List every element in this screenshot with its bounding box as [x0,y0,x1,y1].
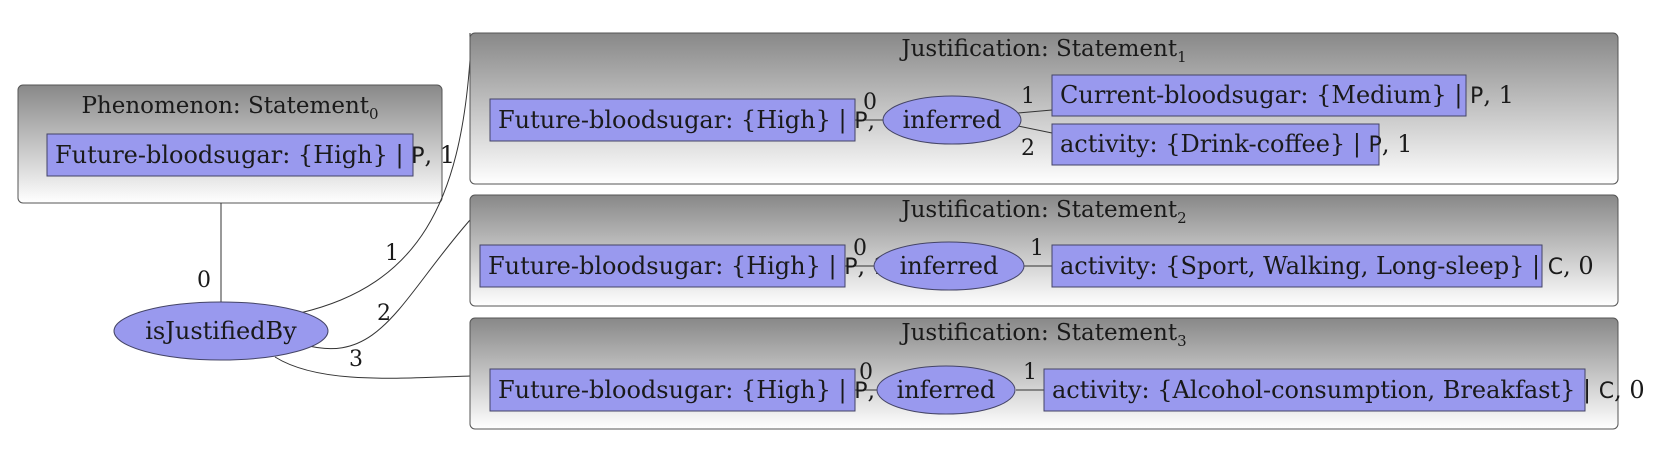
justification-1-edge-label-1: 1 [1021,84,1035,109]
phenomenon-title: Phenomenon: Statement0 [81,93,378,123]
justification-2-left-label: Future-bloodsugar: {High} | P, 1 [488,252,888,281]
justification-1-inferred-label: inferred [903,106,1002,134]
central-edges: 0 1 2 3 [197,33,471,379]
justification-2-inferred-label: inferred [900,252,999,280]
justification-1-right-node-2[interactable] [1051,123,1380,166]
justification-1-right-label-2: activity: {Drink-coffee} | P, 1 [1060,130,1412,159]
edge-label-2: 2 [377,301,391,326]
justification-3-left-label: Future-bloodsugar: {High} | P, 1 [498,376,898,405]
is-justified-by-ellipse[interactable] [113,301,329,361]
justification-1-edge-label-0: 0 [863,90,877,115]
justification-1-inferred[interactable] [882,95,1022,145]
justification-1-edge-label-2: 2 [1021,136,1035,161]
justification-2-inferred[interactable] [873,241,1025,291]
justification-3-group: Justification: Statement3 0 1 Future-blo… [469,317,1645,430]
justification-1-title: Justification: Statement1 [899,36,1186,66]
justification-1-group: Justification: Statement1 0 1 2 Future-b… [469,32,1619,185]
justification-1-left-node[interactable] [489,98,856,142]
justification-3-inferred-label: inferred [897,376,996,404]
justification-3-right-node-1[interactable] [1043,368,1586,412]
justification-1-left-label: Future-bloodsugar: {High} | P, 1 [498,106,898,135]
edge-to-justification-3 [274,356,471,379]
justification-1-right-label-1: Current-bloodsugar: {Medium} | P, 1 [1060,81,1514,110]
justification-2-group: Justification: Statement2 0 1 Future-blo… [469,194,1619,307]
phenomenon-node-label: Future-bloodsugar: {High} | P, 1 [55,141,455,170]
edge-label-1: 1 [385,241,399,266]
justification-3-inferred[interactable] [876,365,1016,415]
justification-2-right-node-1[interactable] [1051,244,1543,288]
justification-2-edge-label-1: 1 [1030,236,1044,261]
justification-3-edge-label-1: 1 [1023,360,1037,385]
phenomenon-node[interactable] [46,133,414,177]
justification-3-edge-label-0: 0 [859,360,873,385]
justification-3-left-node[interactable] [489,368,856,412]
justification-2-edge-label-0: 0 [853,236,867,261]
justification-2-right-label-1: activity: {Sport, Walking, Long-sleep} |… [1060,252,1594,281]
edge-label-3: 3 [349,347,363,372]
justification-2-left-node[interactable] [479,244,846,288]
justification-1-right-node-1[interactable] [1051,74,1467,117]
phenomenon-group: Phenomenon: Statement0 Future-bloodsugar… [17,84,455,204]
justification-3-title: Justification: Statement3 [899,320,1186,350]
is-justified-by-label: isJustifiedBy [145,317,297,345]
edge-to-justification-1 [299,33,471,314]
is-justified-by-node[interactable]: isJustifiedBy [113,301,329,361]
justification-3-right-label-1: activity: {Alcohol-consumption, Breakfas… [1052,376,1645,405]
justification-1-edge-right-1 [1017,109,1053,114]
edge-label-0: 0 [197,268,211,293]
justification-2-title: Justification: Statement2 [899,197,1186,227]
edge-to-justification-2 [304,219,471,350]
justification-1-edge-right-2 [1017,125,1053,134]
